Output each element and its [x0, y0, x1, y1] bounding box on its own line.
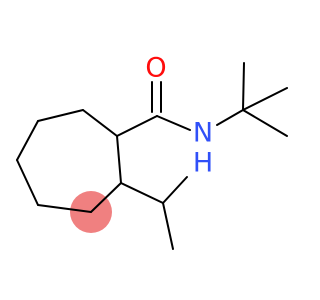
nitrogen-atom-label: N [193, 118, 213, 149]
ring-bond-7 [116, 135, 122, 184]
hydrogen-atom-label: H [193, 148, 213, 179]
ring-bond-5 [37, 204, 92, 213]
bond-carbonyl-to-nitrogen [156, 115, 191, 131]
tbutyl-methyl-right [242, 87, 288, 111]
oxygen-atom-label: O [145, 53, 166, 84]
ring-bond-1 [82, 109, 118, 137]
tbutyl-methyl-top [242, 62, 245, 111]
bond-ring-to-isopropyl [120, 182, 164, 204]
isopropyl-methyl-up [162, 176, 188, 204]
structure-diagram: O N H [16, 53, 288, 250]
ring-bond-3 [16, 120, 39, 161]
ring-bond-4 [16, 159, 39, 206]
tbutyl-methyl-lower-right [242, 109, 288, 137]
bond-ring-to-carbonyl [116, 115, 158, 137]
molecule-drawing: O N H [16, 53, 288, 250]
isopropyl-methyl-down [162, 202, 174, 250]
ring-bond-2 [37, 109, 84, 122]
bond-nitrogen-to-tbutyl [216, 109, 244, 126]
ring-bond-6 [90, 182, 122, 213]
